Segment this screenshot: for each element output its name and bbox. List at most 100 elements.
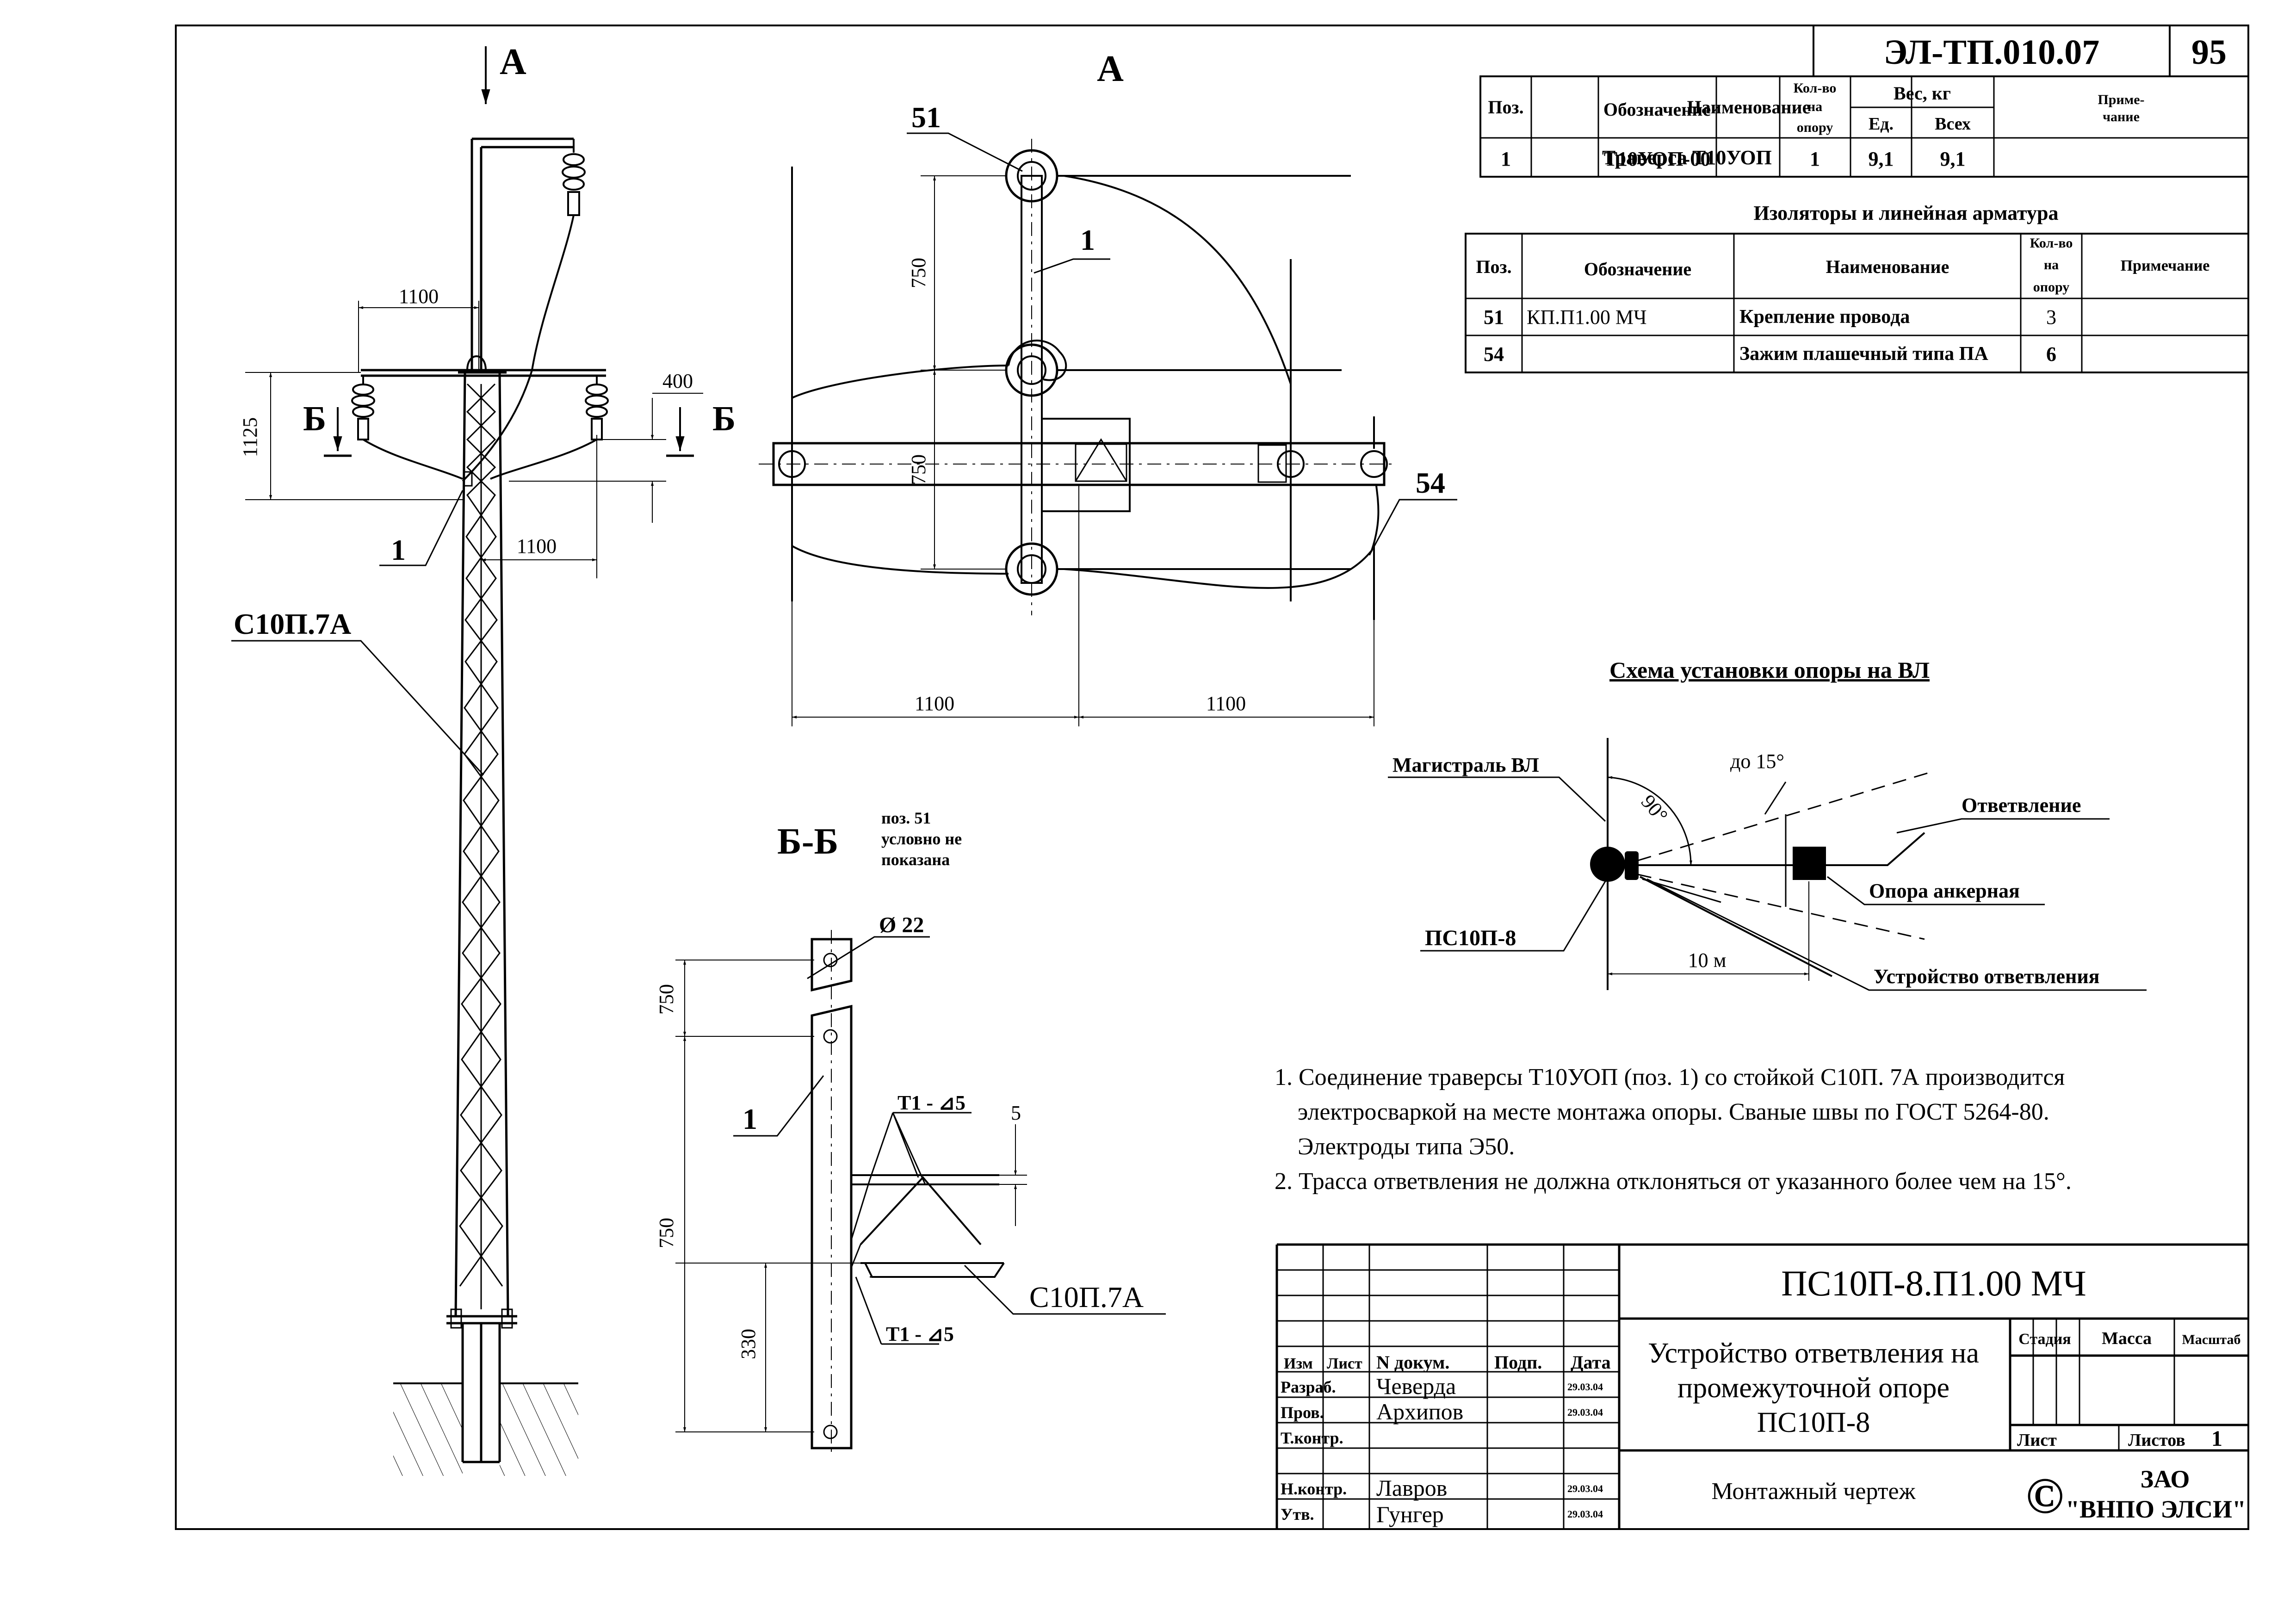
plan-dim-750-bottom: 750	[907, 454, 930, 485]
side-dim-400: 400	[662, 370, 693, 392]
copyright-icon: ©	[2026, 1468, 2064, 1524]
side-pos-label: 1	[391, 533, 406, 566]
section-dim-330: 330	[737, 1329, 760, 1359]
section-view: Б-Б поз. 51 условно не показана Т1 - ⊿5 …	[655, 809, 1166, 1457]
ground-hatch	[393, 1383, 463, 1476]
scheme-anchor-pole: Опора анкерная	[1869, 880, 2020, 902]
fittings-row1-qty: 3	[2046, 306, 2056, 328]
parts-header-note-1: Приме-	[2098, 92, 2144, 107]
plan-pos-1: 1	[1080, 223, 1095, 256]
parts-header-note-2: чание	[2103, 109, 2140, 124]
company-line-2: "ВНПО ЭЛСИ"	[2066, 1495, 2246, 1523]
stamp-header-doc: N докум.	[1376, 1352, 1449, 1373]
weld-bottom-label: Т1 - ⊿5	[886, 1323, 954, 1345]
scheme-branch-device: Устройство ответвления	[1874, 965, 2100, 988]
scheme-branch: Ответвление	[1962, 794, 2081, 817]
parts-header-qty-2: на	[1807, 99, 1822, 114]
stamp-role-3: Т.контр.	[1281, 1429, 1343, 1447]
fittings-row1-name: Крепление провода	[1739, 306, 1910, 328]
title-name-3: ПС10П-8	[1757, 1407, 1870, 1438]
fittings-row1-pos: 51	[1484, 306, 1504, 328]
stamp-scale: Масштаб	[2182, 1332, 2240, 1347]
left-insulator	[351, 376, 375, 440]
section-mark-right: Б	[712, 399, 736, 438]
fittings-row2-name: Зажим плашечный типа ПА	[1739, 343, 1988, 365]
parts-header-designation: Обозначение	[1603, 99, 1711, 120]
parts-header-pos: Поз.	[1488, 97, 1523, 118]
stamp-sheets: Листов	[2128, 1431, 2185, 1450]
parts-header-weight: Вес, кг	[1894, 83, 1951, 104]
parts-header-weight-total: Всех	[1935, 114, 1971, 134]
parts-row-unit: 9,1	[1869, 148, 1894, 170]
plan-pos-51: 51	[911, 101, 941, 134]
fittings-header-name: Наименование	[1826, 256, 1949, 277]
scheme-pole-symbol	[1590, 847, 1625, 882]
plan-view-title: А	[1097, 49, 1124, 89]
stamp-name-6: Гунгер	[1376, 1501, 1444, 1527]
fittings-header-qty-2: на	[2044, 257, 2059, 273]
section-dim-750-b: 750	[655, 1218, 678, 1248]
ground-hatch-right	[500, 1383, 578, 1476]
section-mark-left: Б	[303, 399, 326, 438]
scheme-up-to-15: до 15°	[1730, 750, 1784, 773]
parts-header-qty-1: Кол-во	[1794, 81, 1837, 96]
stamp-role-5: Н.контр.	[1281, 1480, 1347, 1498]
title-block: Изм Лист N докум. Подп. Дата Разраб. Чев…	[1275, 1243, 2248, 1529]
section-dim-5: 5	[1011, 1102, 1021, 1124]
scheme-main-line: Магистраль ВЛ	[1392, 754, 1539, 776]
fittings-row2-qty: 6	[2046, 343, 2056, 365]
title-code: ПС10П-8.П1.00 МЧ	[1781, 1263, 2086, 1303]
stamp-name-5: Лавров	[1376, 1475, 1447, 1501]
parts-header-name: Наименование	[1687, 97, 1811, 118]
stamp-stage: Стадия	[2018, 1331, 2071, 1348]
stamp-header-sign: Подп.	[1494, 1352, 1542, 1373]
page-number: 95	[2191, 33, 2227, 72]
plan-dim-1100-right: 1100	[1206, 692, 1246, 715]
stamp-mass: Масса	[2102, 1329, 2152, 1348]
section-note-2: условно не	[881, 830, 962, 848]
note-line-3: Электроды типа Э50.	[1298, 1134, 1515, 1160]
plan-pos-54: 54	[1416, 466, 1445, 499]
scheme-pole-device	[1625, 851, 1639, 880]
side-dim-1100-top: 1100	[399, 285, 439, 308]
side-view-mark: А	[500, 42, 526, 82]
note-line-2: электросваркой на месте монтажа опоры. С…	[1298, 1099, 2049, 1125]
stamp-role-1: Разраб.	[1281, 1378, 1336, 1396]
stamp-date-5: 29.03.04	[1567, 1483, 1603, 1494]
section-dim-750-a: 750	[655, 984, 678, 1015]
section-note-3: показана	[881, 850, 950, 869]
section-title: Б-Б	[777, 821, 838, 862]
side-pole-label: С10П.7А	[234, 607, 351, 640]
installation-scheme: Схема установки опоры на ВЛ 90° до 15° 1…	[1388, 657, 2147, 991]
scheme-angle-90: 90°	[1637, 790, 1672, 827]
stamp-header-list: Лист	[1327, 1355, 1362, 1372]
parts-row-designation: Т10УОП-00	[1604, 148, 1711, 170]
stamp-name-1: Чеверда	[1376, 1373, 1456, 1399]
doc-code-box: ЭЛ-ТП.010.07 95	[1813, 25, 2248, 77]
section-pos-label: 1	[743, 1103, 757, 1135]
plan-dim-1100-left: 1100	[915, 692, 954, 715]
fittings-header-note: Примечание	[2121, 257, 2210, 274]
weld-top-label: Т1 - ⊿5	[897, 1091, 965, 1114]
note-line-1: 1. Соединение траверсы Т10УОП (поз. 1) с…	[1275, 1064, 2065, 1090]
fittings-header-designation: Обозначение	[1584, 259, 1691, 279]
section-pole-label: С10П.7А	[1029, 1281, 1144, 1313]
stamp-name-2: Архипов	[1376, 1399, 1463, 1425]
parts-row-qty: 1	[1810, 148, 1820, 170]
stamp-sheet: Лист	[2017, 1431, 2057, 1450]
fittings-header-qty-1: Кол-во	[2030, 235, 2073, 251]
side-view: А	[231, 42, 736, 1476]
parts-header-qty-3: опору	[1797, 120, 1833, 135]
right-insulator	[585, 376, 609, 440]
drawing-type: Монтажный чертеж	[1711, 1478, 1916, 1505]
top-insulator	[562, 139, 586, 216]
parts-row-pos: 1	[1501, 148, 1511, 170]
plan-dim-750-top: 750	[907, 258, 930, 288]
section-diameter: Ø 22	[879, 913, 924, 937]
stamp-header-date: Дата	[1571, 1352, 1611, 1373]
stamp-sheets-value: 1	[2211, 1426, 2222, 1451]
stamp-header-izm: Изм	[1284, 1355, 1313, 1372]
parts-row-name: Траверса Т10УОП	[1602, 146, 1772, 169]
fittings-header-pos: Поз.	[1476, 256, 1511, 277]
